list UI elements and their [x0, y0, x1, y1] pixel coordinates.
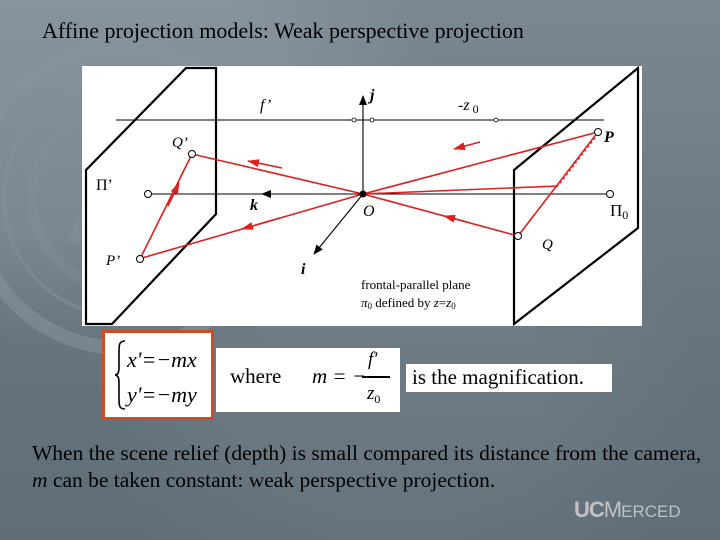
i-axis: [313, 193, 364, 255]
label-k: k: [250, 197, 258, 214]
projection-diagram-drawing: [84, 66, 640, 326]
uc-merced-logo: UCMERCED: [574, 497, 681, 522]
point-q-prime: [188, 150, 196, 158]
magnification-text: is the magnification.: [412, 365, 585, 389]
slide-body-text: When the scene relief (depth) is small c…: [32, 440, 712, 494]
left-brace: [114, 340, 126, 410]
point-p-prime: [136, 255, 144, 263]
label-f-prime: f’: [260, 97, 272, 114]
point-center-object-plane: [606, 190, 614, 198]
ray-p0-center: [362, 185, 559, 195]
label-j: j: [370, 87, 375, 104]
label-pi-prime: Π’: [96, 177, 113, 194]
object-plane: [512, 66, 640, 326]
point-p: [594, 128, 602, 136]
label-p-prime: P’: [106, 253, 121, 269]
body-text-content: When the scene relief (depth) is small c…: [32, 441, 702, 492]
point-center-image-plane: [144, 190, 152, 198]
label-i: i: [301, 261, 306, 278]
label-q-prime: Q’: [172, 135, 188, 151]
slide-title: Affine projection models: Weak perspecti…: [42, 18, 524, 43]
label-o: O: [363, 203, 375, 220]
ray-q-center: [362, 193, 519, 237]
label-pi-0: Π0: [610, 201, 629, 222]
caption-line-1: frontal-parallel plane: [361, 277, 471, 292]
caption-line-2: π0 defined by z=z0: [361, 295, 456, 311]
equation-y-prime: y'=−my: [127, 382, 197, 407]
point-q: [514, 232, 522, 240]
ray-pprime-qprime: [139, 153, 193, 260]
projection-equations-highlight: x'=−mx y'=−my: [102, 330, 214, 420]
equation-m-lhs: m = −: [312, 364, 367, 388]
point-o: [359, 190, 367, 198]
equation-x-prime: x'=−mx: [127, 347, 197, 372]
image-plane: [84, 66, 218, 326]
ray-p-center-upper: [362, 131, 599, 195]
ray-p-to-q: [517, 131, 599, 237]
magnification-caption: is the magnification.: [406, 364, 612, 392]
ray-center-qprime: [191, 153, 364, 195]
label-q: Q: [542, 237, 553, 253]
equation-where: where: [230, 364, 282, 388]
magnification-definition: where m = − f' z0: [216, 348, 400, 412]
equation-denominator: z0: [367, 383, 381, 406]
equation-numerator: f': [368, 349, 378, 370]
label-p: P: [604, 129, 614, 146]
fraction-bar: [362, 376, 390, 378]
